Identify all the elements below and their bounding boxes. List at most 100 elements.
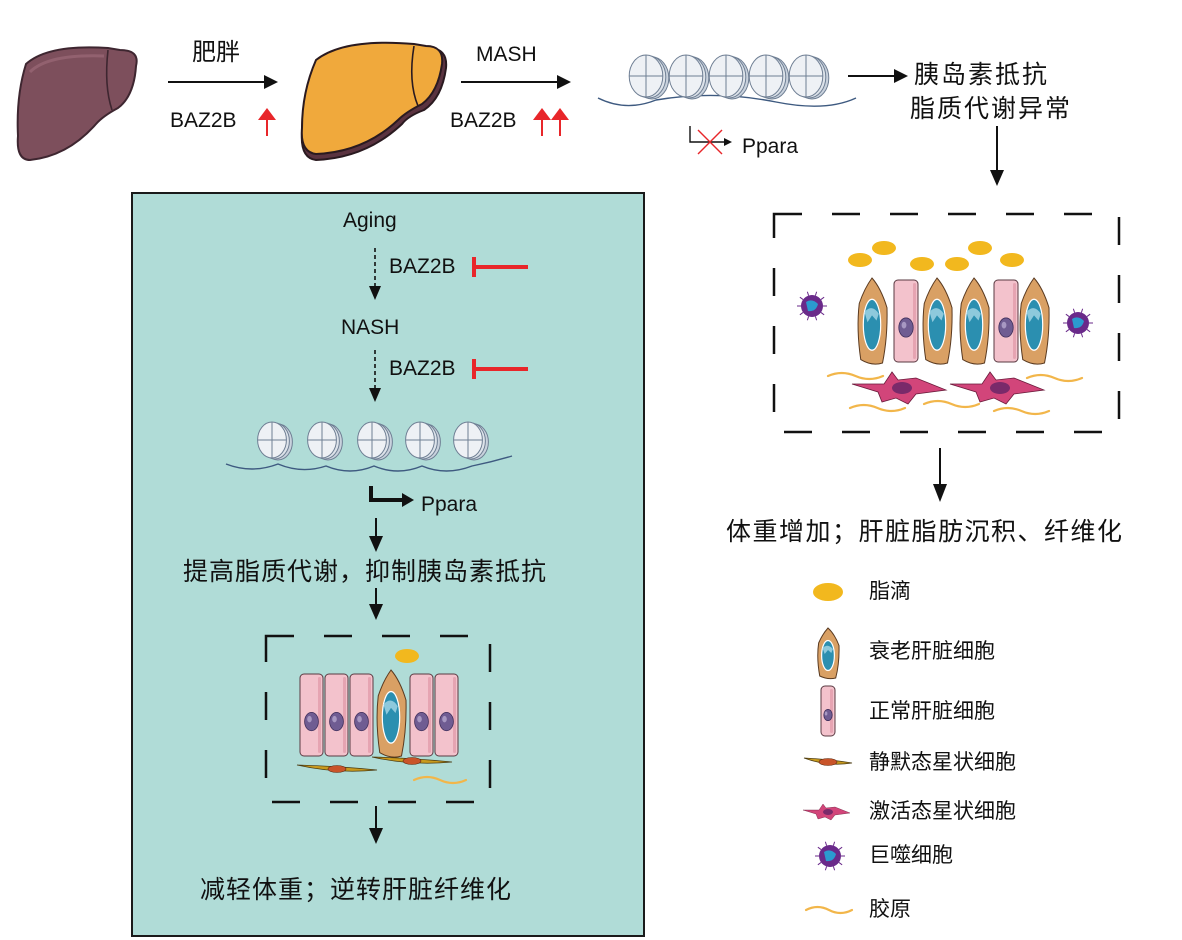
- collagen-fiber-icon: [826, 371, 885, 381]
- senescent-hepatocyte-icon: [817, 627, 840, 680]
- lipid-droplet-icon: [872, 241, 896, 255]
- step2-arrow: [461, 75, 571, 89]
- panel-inhibitor2-label: BAZ2B: [389, 357, 456, 380]
- double-up-arrow-icon: [533, 108, 569, 136]
- macrophage-icon: [815, 841, 845, 871]
- nucleosome-icon: [668, 54, 710, 100]
- step1-label: 肥胖: [192, 38, 240, 66]
- normal-hepatocyte-icon: [993, 279, 1019, 363]
- nucleosome-icon: [307, 421, 343, 461]
- senescent-hepatocyte-legend-icon: [817, 627, 840, 680]
- down-arrow: [369, 518, 383, 552]
- to-outcome-arrow: [848, 69, 908, 83]
- down-arrow: [990, 126, 1004, 186]
- lipid-droplet-icon: [395, 649, 419, 663]
- legend-label: 衰老肝脏细胞: [869, 639, 995, 663]
- recovered-liver-tissue: [264, 634, 492, 804]
- panel-effect: 提高脂质代谢，抑制胰岛素抵抗: [183, 557, 548, 586]
- inhibition-icon: [472, 359, 528, 379]
- normal-hepatocyte-icon: [434, 673, 459, 757]
- panel-promoter-label: Ppara: [421, 493, 478, 516]
- collagen-fiber-icon: [804, 905, 854, 915]
- dashed-down-arrow: [369, 350, 381, 402]
- blocked-promoter-icon: [689, 126, 732, 155]
- final-outcome: 体重增加；肝脏脂肪沉积、纤维化: [726, 517, 1124, 546]
- legend-label: 静默态星状细胞: [869, 750, 1016, 774]
- diseased-liver-tissue: [772, 212, 1121, 434]
- legend-label: 脂滴: [869, 579, 911, 603]
- lipid-droplet-icon: [945, 257, 969, 271]
- legend-label: 巨噬细胞: [869, 843, 953, 867]
- nucleosome-icon: [708, 54, 750, 100]
- condensed-chromatin-icon: [597, 54, 857, 107]
- lipid-droplet-legend-icon: [813, 583, 843, 601]
- normal-hepatocyte-icon: [893, 279, 919, 363]
- activated-stellate-cell-icon: [851, 371, 948, 405]
- quiescent-stellate-cell-icon: [803, 757, 853, 766]
- nucleosome-icon: [788, 54, 830, 100]
- step2-gene: BAZ2B: [450, 109, 517, 132]
- down-arrow: [369, 806, 383, 844]
- step1-gene: BAZ2B: [170, 109, 237, 132]
- normal-hepatocyte-icon: [324, 673, 349, 757]
- quiescent-stellate-cell-icon: [371, 756, 453, 765]
- normal-hepatocyte-legend-icon: [820, 685, 836, 737]
- legend-label: 正常肝脏细胞: [869, 699, 995, 723]
- macrophage-icon: [1063, 308, 1093, 338]
- step2-label: MASH: [476, 43, 537, 66]
- quiescent-stellate-cell-icon: [296, 764, 378, 773]
- lipid-droplet-icon: [968, 241, 992, 255]
- nucleosome-icon: [748, 54, 790, 100]
- healthy-liver-icon: [16, 46, 138, 162]
- fatty-liver-icon: [300, 41, 448, 162]
- collagen-legend-icon: [804, 905, 854, 915]
- lipid-droplet-icon: [813, 583, 843, 601]
- nucleosome-icon: [257, 421, 293, 461]
- lipid-droplet-icon: [848, 253, 872, 267]
- active-promoter-icon: [369, 486, 414, 507]
- panel-outcome: 减轻体重；逆转肝脏纤维化: [200, 875, 513, 904]
- panel-inhibitor1-label: BAZ2B: [389, 255, 456, 278]
- dashed-down-arrow: [369, 248, 381, 300]
- nucleosome-icon: [628, 54, 670, 100]
- collagen-fiber-icon: [922, 399, 981, 409]
- panel-start-label: Aging: [343, 209, 397, 232]
- normal-hepatocyte-icon: [349, 673, 374, 757]
- legend-label: 激活态星状细胞: [869, 799, 1016, 823]
- collagen-fiber-icon: [412, 775, 468, 785]
- outcome-line1: 胰岛素抵抗: [914, 60, 1050, 89]
- normal-hepatocyte-icon: [820, 685, 836, 737]
- up-arrow-icon: [258, 108, 276, 136]
- dna-strand: [225, 455, 513, 472]
- open-chromatin-icon: [225, 421, 513, 472]
- normal-hepatocyte-icon: [409, 673, 434, 757]
- nucleosome-icon: [453, 421, 489, 461]
- collagen-fiber-icon: [992, 406, 1051, 416]
- quiescent-stellate-cell-legend-icon: [803, 757, 853, 766]
- step1-arrow: [168, 75, 278, 89]
- top-promoter-label: Ppara: [742, 135, 799, 158]
- activated-stellate-cell-icon: [802, 803, 851, 821]
- down-arrow: [933, 448, 947, 502]
- senescent-hepatocyte-icon: [857, 277, 888, 365]
- macrophage-icon: [797, 291, 827, 321]
- intervention-panel: [131, 192, 645, 937]
- collagen-fiber-icon: [1025, 373, 1084, 383]
- dashed-frame: [264, 634, 492, 804]
- senescent-hepatocyte-icon: [1019, 277, 1050, 365]
- outcome-line2: 脂质代谢异常: [910, 94, 1073, 123]
- lipid-droplet-icon: [1000, 253, 1024, 267]
- panel-middle-label: NASH: [341, 316, 400, 339]
- collagen-fiber-icon: [848, 403, 907, 413]
- nucleosome-icon: [357, 421, 393, 461]
- senescent-hepatocyte-icon: [922, 277, 953, 365]
- macrophage-legend-icon: [815, 841, 845, 871]
- senescent-hepatocyte-icon: [959, 277, 990, 365]
- activated-stellate-cell-legend-icon: [802, 803, 851, 821]
- legend-label: 胶原: [869, 897, 911, 921]
- senescent-hepatocyte-icon: [376, 669, 407, 758]
- down-arrow: [369, 588, 383, 620]
- activated-stellate-cell-icon: [949, 371, 1046, 405]
- lipid-droplet-icon: [910, 257, 934, 271]
- normal-hepatocyte-icon: [299, 673, 324, 757]
